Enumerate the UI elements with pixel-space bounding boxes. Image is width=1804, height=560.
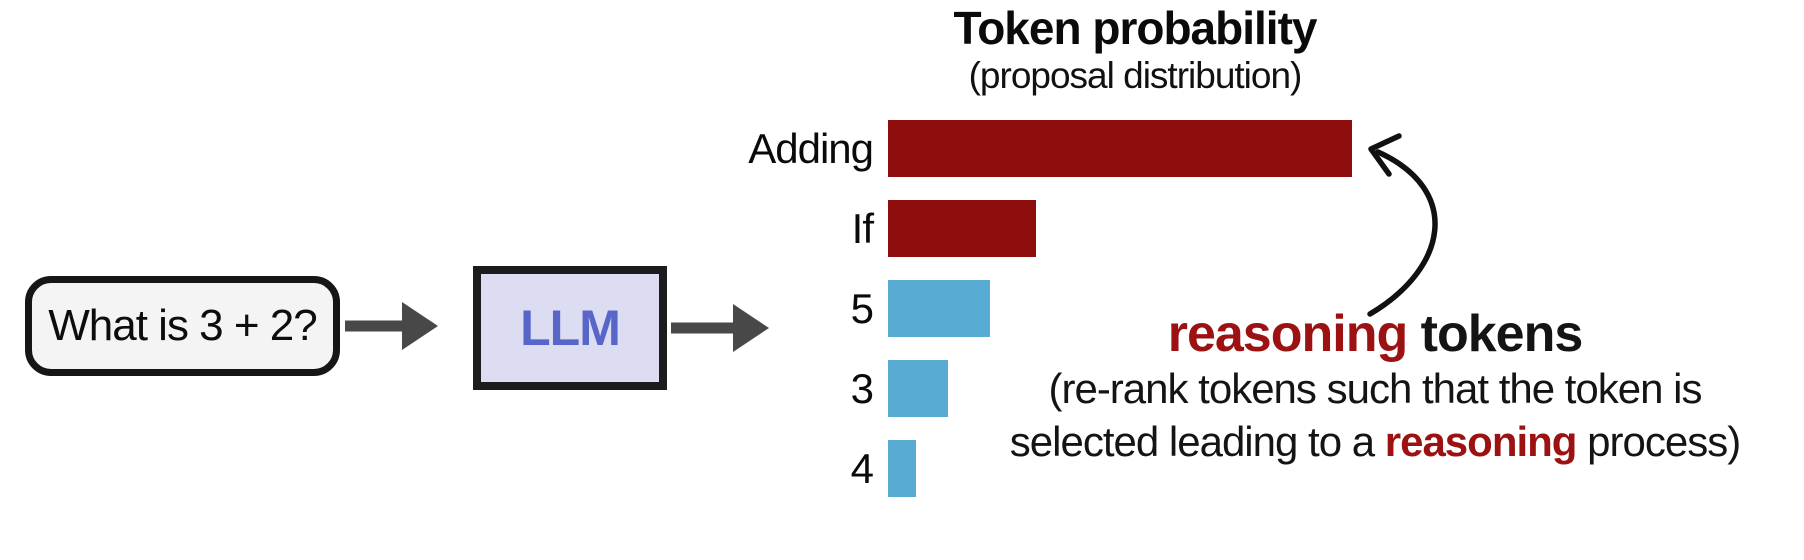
chart-row: If bbox=[658, 200, 1352, 257]
llm-box: LLM bbox=[473, 266, 667, 390]
bar-5 bbox=[888, 280, 990, 337]
arrow-prompt-to-llm-icon bbox=[345, 302, 438, 350]
prompt-text: What is 3 + 2? bbox=[48, 301, 317, 350]
bar-adding bbox=[888, 120, 1352, 177]
annotation-heading: reasoning tokens bbox=[965, 306, 1785, 362]
bar-label-if: If bbox=[851, 205, 874, 252]
chart-subtitle: (proposal distribution) bbox=[968, 54, 1303, 96]
bar-label-adding: Adding bbox=[748, 125, 874, 172]
prompt-box: What is 3 + 2? bbox=[25, 276, 340, 376]
annotation-line-2-red: reasoning bbox=[1384, 418, 1578, 465]
token-probability-chart: Adding If 5 3 4 bbox=[658, 120, 1352, 497]
chart-title-block: Token probability (proposal distribution… bbox=[885, 2, 1385, 96]
curved-annotation-arrow-icon bbox=[1367, 133, 1438, 317]
annotation-heading-red: reasoning bbox=[1167, 305, 1408, 363]
chart-row: Adding bbox=[658, 120, 1352, 177]
annotation-line-1: (re-rank tokens such that the token is bbox=[1048, 365, 1702, 412]
bar-label-3: 3 bbox=[850, 365, 874, 412]
annotation-line-2-start: selected leading to a bbox=[1009, 418, 1385, 465]
reasoning-tokens-annotation: reasoning tokens (re-rank tokens such th… bbox=[965, 306, 1785, 468]
bar-3 bbox=[888, 360, 948, 417]
bar-label-5: 5 bbox=[850, 285, 874, 332]
chart-title: Token probability bbox=[953, 2, 1318, 54]
annotation-line-2-end: process) bbox=[1576, 418, 1741, 465]
bar-if bbox=[888, 200, 1036, 257]
chart-row: 5 bbox=[658, 280, 1352, 337]
annotation-line-2: selected leading to a reasoning process) bbox=[965, 415, 1785, 468]
chart-row: 3 bbox=[658, 360, 1352, 417]
annotation-heading-rest: tokens bbox=[1407, 305, 1584, 363]
llm-label: LLM bbox=[520, 300, 621, 356]
bar-4 bbox=[888, 440, 916, 497]
bar-label-4: 4 bbox=[850, 445, 874, 492]
chart-row: 4 bbox=[658, 440, 1352, 497]
